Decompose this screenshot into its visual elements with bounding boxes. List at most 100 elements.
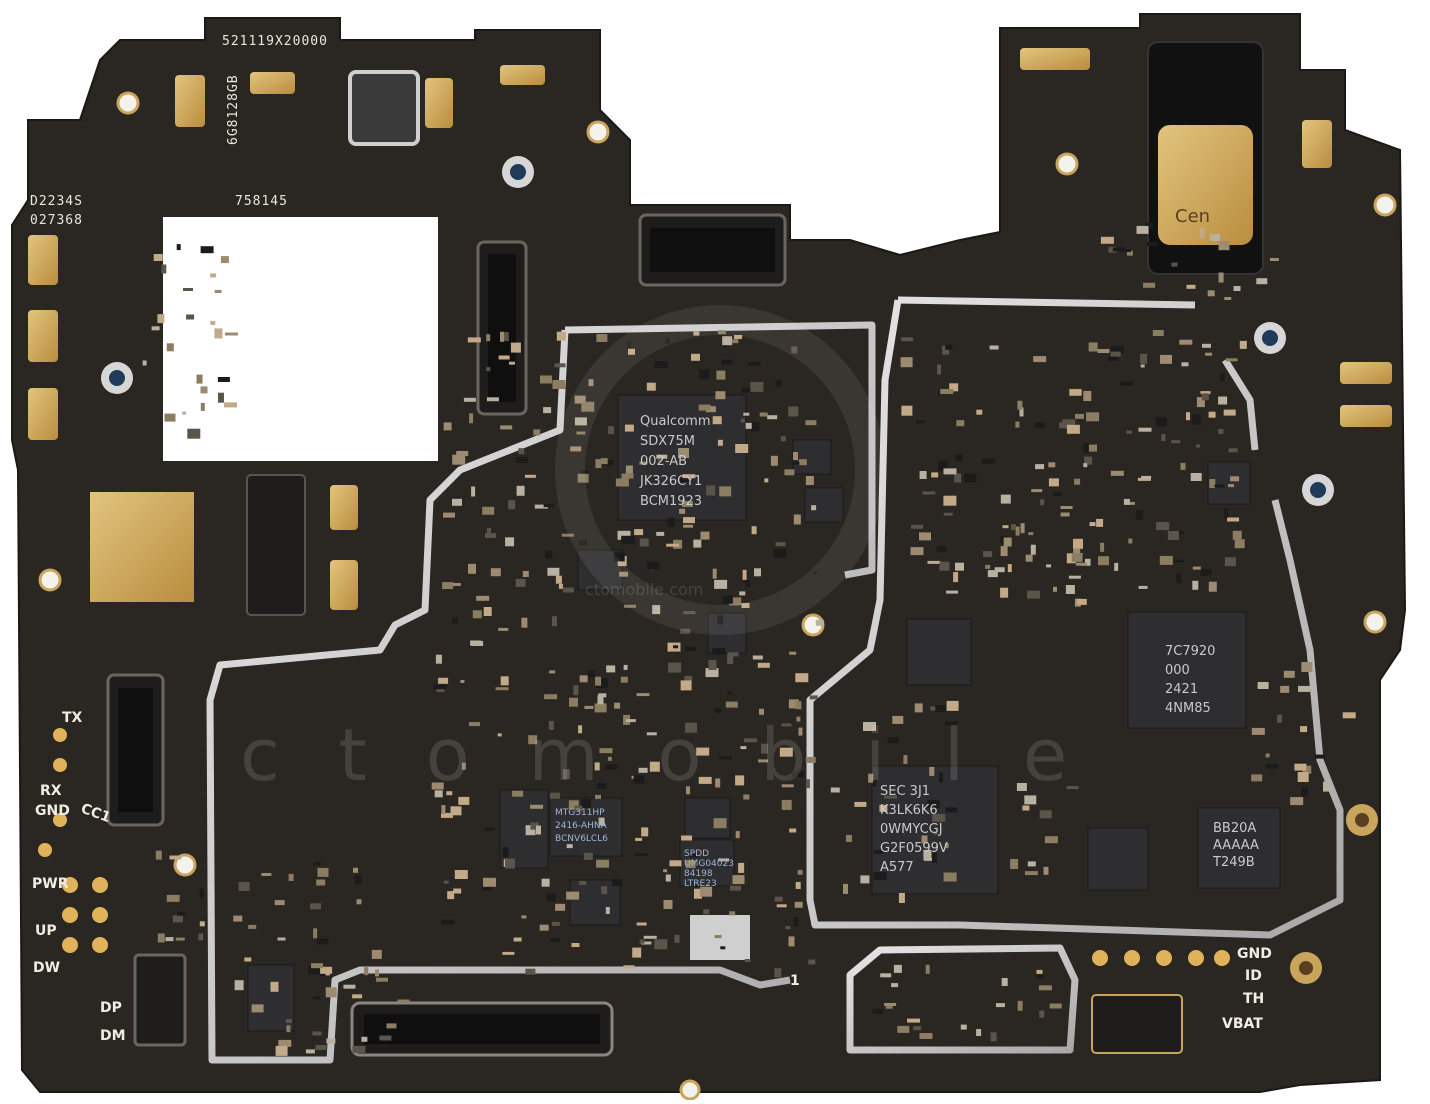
smd-part xyxy=(639,461,648,465)
smd-part xyxy=(845,834,852,842)
smd-part xyxy=(945,721,958,726)
smd-part xyxy=(313,862,321,866)
smd-part xyxy=(812,571,817,575)
smd-part xyxy=(614,702,621,709)
smd-part xyxy=(210,273,217,278)
smd-part xyxy=(234,980,244,991)
smd-part xyxy=(907,1018,920,1023)
smd-part xyxy=(1294,763,1307,771)
ic-block xyxy=(247,964,295,1032)
smd-part xyxy=(187,428,201,439)
smd-part xyxy=(615,478,629,487)
smd-part xyxy=(605,907,610,914)
smd-part xyxy=(983,551,993,558)
smd-part xyxy=(680,680,692,691)
smd-part xyxy=(533,429,541,436)
smd-part xyxy=(1141,475,1152,479)
smd-part xyxy=(987,570,998,578)
smd-part xyxy=(558,583,563,589)
smd-part xyxy=(200,386,208,394)
smd-part xyxy=(744,738,757,743)
smd-part xyxy=(561,533,574,537)
smd-part xyxy=(543,407,552,414)
smd-part xyxy=(884,795,898,799)
smd-part xyxy=(166,894,180,902)
smd-part xyxy=(500,676,509,686)
smd-part xyxy=(700,886,713,897)
smd-part xyxy=(1301,787,1308,797)
smd-part xyxy=(151,326,160,331)
smd-part xyxy=(1225,358,1238,362)
smd-part xyxy=(142,360,147,366)
smd-part xyxy=(620,676,628,683)
smd-part xyxy=(549,670,556,674)
memory-size-label: 6G8128GB xyxy=(226,74,241,145)
smd-part xyxy=(696,747,710,756)
smd-part xyxy=(932,852,937,863)
smd-part xyxy=(880,973,892,978)
soc-marking-2: SDX75M xyxy=(640,434,695,449)
smd-part xyxy=(715,391,726,400)
smd-part xyxy=(600,458,608,465)
small-chip-2-marking-2: UMG04023 xyxy=(684,859,734,869)
smd-part xyxy=(901,337,913,342)
smd-part xyxy=(627,341,632,348)
smd-part xyxy=(729,911,736,916)
smd-part xyxy=(1156,522,1170,531)
smd-part xyxy=(595,676,602,686)
smd-part xyxy=(1218,396,1228,405)
smd-part xyxy=(1065,585,1075,594)
smd-part xyxy=(555,903,566,911)
smd-components xyxy=(142,222,1356,1056)
smd-part xyxy=(956,420,965,427)
rf-marking-3: T249B xyxy=(1212,855,1255,870)
smd-part xyxy=(1167,531,1179,540)
smd-part xyxy=(157,933,165,943)
smd-part xyxy=(887,737,899,744)
pad-label-th: TH xyxy=(1243,991,1264,1007)
smd-part xyxy=(623,965,635,969)
watermark-url: ctomobile.com xyxy=(585,580,703,599)
smd-part xyxy=(175,937,185,941)
smd-part xyxy=(1007,564,1012,573)
smd-part xyxy=(1174,559,1184,563)
smd-part xyxy=(386,1023,397,1029)
smd-part xyxy=(735,775,745,786)
smd-part xyxy=(716,370,726,380)
smd-part xyxy=(1186,284,1196,289)
smd-part xyxy=(752,655,763,660)
smd-part xyxy=(779,747,793,757)
smd-part xyxy=(1027,590,1040,599)
smd-part xyxy=(976,1029,982,1036)
small-chip-1-marking-3: BCNV6LCL6 xyxy=(555,834,608,844)
smd-part xyxy=(438,677,449,684)
smd-part xyxy=(1191,414,1201,425)
smd-part xyxy=(735,444,749,453)
smd-part xyxy=(587,670,595,678)
smd-part xyxy=(1145,222,1154,229)
smd-part xyxy=(774,896,783,902)
smd-part xyxy=(361,1036,368,1042)
smd-part xyxy=(719,756,733,760)
smd-part xyxy=(248,924,257,929)
smd-part xyxy=(1199,228,1205,239)
smd-part xyxy=(795,882,801,889)
smd-part xyxy=(939,772,943,783)
smd-part xyxy=(320,966,333,974)
smd-part xyxy=(943,495,957,506)
smd-part xyxy=(715,778,721,788)
smd-part xyxy=(1161,434,1166,441)
mount-holes xyxy=(38,91,1397,1101)
smd-part xyxy=(486,397,499,402)
smd-part xyxy=(757,662,770,668)
smd-part xyxy=(1192,566,1201,570)
serial-label: 521119X20000 xyxy=(222,34,328,49)
smd-part xyxy=(1200,391,1211,395)
smd-part xyxy=(210,320,216,325)
smd-part xyxy=(863,722,876,731)
smd-part xyxy=(1073,548,1081,556)
pad-label-gnd: GND xyxy=(35,803,70,819)
smd-part xyxy=(663,900,673,909)
smd-part xyxy=(1088,342,1098,352)
smd-part xyxy=(830,787,840,793)
